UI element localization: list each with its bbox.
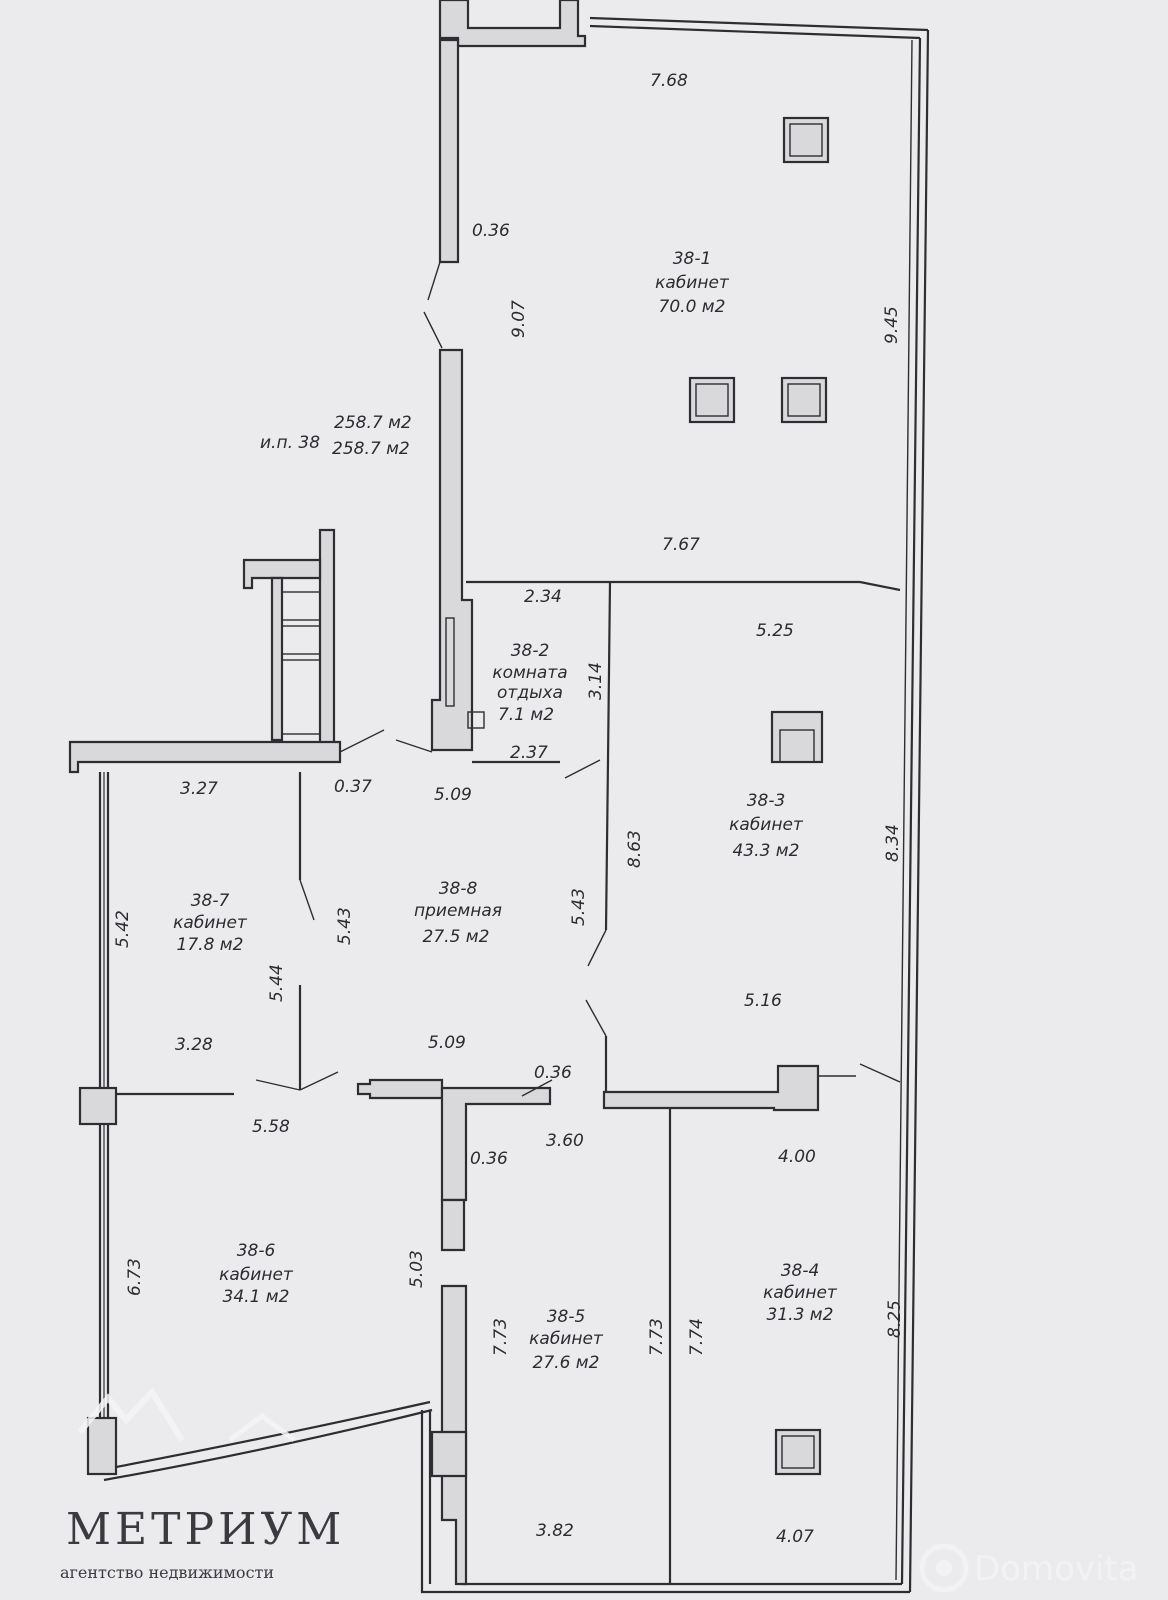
- dim-5-09: 5.09: [434, 785, 472, 805]
- dim-0-36: 0.36: [470, 1149, 508, 1169]
- dim-5-44: 5.44: [267, 964, 287, 1002]
- metrium-logo: МЕТРИУМ агентство недвижимости: [60, 1387, 345, 1582]
- dim-0-36: 0.36: [472, 221, 510, 241]
- dim-8-25: 8.25: [885, 1300, 905, 1338]
- logo-name: МЕТРИУМ: [66, 1504, 345, 1555]
- room-38-2: 38-2 комната отдыха 7.1 м2: [492, 641, 567, 725]
- dim-5-25: 5.25: [756, 621, 794, 641]
- room-area: 27.6 м2: [533, 1353, 600, 1373]
- column: [782, 116, 830, 164]
- column: [780, 376, 828, 424]
- logo-mountain-icon: [77, 1387, 185, 1442]
- dim-3-82: 3.82: [536, 1521, 574, 1541]
- dim-8-34: 8.34: [883, 824, 903, 862]
- dim-3-28: 3.28: [175, 1035, 213, 1055]
- domovita-logo-icon: [919, 1543, 969, 1593]
- room-38-1: 38-1 кабинет 70.0 м2: [655, 249, 730, 317]
- room-38-6: 38-6 кабинет 34.1 м2: [219, 1241, 294, 1307]
- dim-7-73: 7.73: [491, 1318, 511, 1356]
- room-type: кабинет: [219, 1265, 294, 1285]
- room-id: 38-4: [781, 1261, 820, 1281]
- dim-0-36: 0.36: [534, 1063, 572, 1083]
- watermark-text: Domovita: [974, 1549, 1139, 1589]
- dimension-labels: 7.68 0.36 9.07 9.45 7.67 2.34 5.25 3.14 …: [113, 71, 905, 1547]
- room-type: кабинет: [173, 913, 248, 933]
- dim-2-37: 2.37: [510, 743, 548, 763]
- dim-7-67: 7.67: [662, 535, 700, 555]
- room-id: 38-8: [439, 879, 478, 899]
- dim-6-73: 6.73: [125, 1258, 145, 1296]
- dim-5-42: 5.42: [113, 910, 133, 948]
- domovita-watermark: Domovita: [919, 1543, 1139, 1593]
- dim-5-43: 5.43: [335, 907, 355, 945]
- room-area: 70.0 м2: [659, 297, 726, 317]
- dim-4-00: 4.00: [778, 1147, 816, 1167]
- room-area: 43.3 м2: [733, 841, 800, 861]
- room-38-4: 38-4 кабинет 31.3 м2: [763, 1261, 838, 1325]
- room-id: 38-3: [747, 791, 786, 811]
- room-38-7: 38-7 кабинет 17.8 м2: [173, 891, 248, 955]
- dim-3-60: 3.60: [546, 1131, 584, 1151]
- room-area: 17.8 м2: [177, 935, 244, 955]
- room-type: кабинет: [729, 815, 804, 835]
- unit-area: 258.7 м2: [334, 413, 412, 433]
- room-id: 38-6: [237, 1241, 276, 1261]
- dim-2-34: 2.34: [524, 587, 562, 607]
- dim-7-73: 7.73: [647, 1318, 667, 1356]
- dim-0-37: 0.37: [334, 777, 372, 797]
- dim-3-27: 3.27: [180, 779, 218, 799]
- dim-5-03: 5.03: [407, 1250, 427, 1288]
- room-id: 38-7: [191, 891, 230, 911]
- room-area: 27.5 м2: [423, 927, 490, 947]
- room-type: кабинет: [655, 273, 730, 293]
- dim-9-45: 9.45: [882, 306, 902, 344]
- unit-summary: и.п. 38 258.7 м2 258.7 м2: [260, 413, 412, 459]
- unit-area: 258.7 м2: [332, 439, 410, 459]
- room-area: 34.1 м2: [223, 1287, 290, 1307]
- room-id: 38-5: [547, 1307, 586, 1327]
- unit-label: и.п. 38: [260, 433, 320, 453]
- room-id: 38-2: [511, 641, 550, 661]
- room-38-8: 38-8 приемная 27.5 м2: [414, 879, 502, 947]
- dim-8-63: 8.63: [625, 830, 645, 868]
- exterior-walls: [68, 0, 930, 1594]
- room-38-3: 38-3 кабинет 43.3 м2: [729, 791, 804, 861]
- logo-house-icon: [228, 1412, 296, 1442]
- room-area: 31.3 м2: [767, 1305, 834, 1325]
- dim-5-16: 5.16: [744, 991, 782, 1011]
- dim-3-14: 3.14: [586, 662, 606, 700]
- dim-5-43: 5.43: [569, 888, 589, 926]
- dim-4-07: 4.07: [776, 1527, 814, 1547]
- column: [688, 376, 736, 424]
- dim-7-74: 7.74: [687, 1318, 707, 1356]
- room-38-5: 38-5 кабинет 27.6 м2: [529, 1307, 604, 1373]
- dim-7-68: 7.68: [650, 71, 688, 91]
- room-type: приемная: [414, 901, 502, 921]
- room-id: 38-1: [673, 249, 712, 269]
- dim-5-58: 5.58: [252, 1117, 290, 1137]
- dim-5-09: 5.09: [428, 1033, 466, 1053]
- room-type: отдыха: [497, 683, 563, 703]
- dim-9-07: 9.07: [509, 300, 529, 338]
- room-type: кабинет: [529, 1329, 604, 1349]
- column: [774, 1428, 822, 1476]
- room-area: 7.1 м2: [498, 705, 554, 725]
- room-type: комната: [492, 663, 567, 683]
- room-type: кабинет: [763, 1283, 838, 1303]
- logo-tagline: агентство недвижимости: [60, 1563, 274, 1582]
